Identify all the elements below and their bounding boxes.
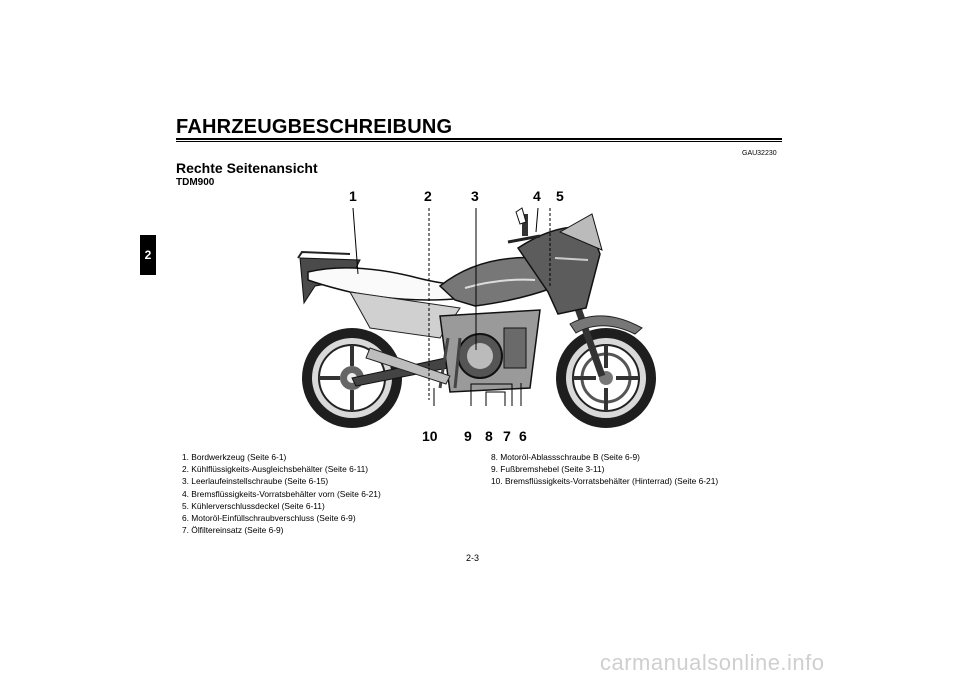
legend-item: 4. Bremsflüssigkeits-Vorratsbehälter vor… [182, 488, 381, 499]
callout-5: 5 [556, 188, 564, 204]
callout-6: 6 [519, 428, 527, 444]
front-wheel [556, 328, 656, 428]
model-name: TDM900 [176, 177, 215, 188]
title-rule-thin [176, 141, 782, 142]
legend-right: 8. Motoröl-Ablassschraube B (Seite 6-9) … [491, 451, 718, 488]
callout-4: 4 [533, 188, 541, 204]
callout-1: 1 [349, 188, 357, 204]
legend-item: 10. Bremsflüssigkeits-Vorratsbehälter (H… [491, 476, 719, 487]
callout-7: 7 [503, 428, 511, 444]
legend-item: 8. Motoröl-Ablassschraube B (Seite 6-9) [491, 452, 640, 462]
document-code: GAU32230 [742, 150, 777, 157]
legend-item: 1. Bordwerkzeug (Seite 6-1) [182, 452, 287, 462]
watermark[interactable]: carmanualsonline.info [600, 650, 825, 675]
title-rule [176, 138, 782, 140]
legend-item: 2. Kühlflüssigkeits-Ausgleichsbehälter (… [182, 464, 369, 475]
page-number: 2-3 [466, 553, 480, 563]
chapter-tab[interactable]: 2 [140, 235, 156, 275]
callout-10: 10 [422, 428, 438, 444]
section-title: Rechte Seitenansicht [176, 160, 318, 176]
callout-lines [352, 207, 551, 406]
legend-item: 3. Leerlaufeinstellschraube (Seite 6-15) [182, 476, 329, 487]
callout-8: 8 [485, 428, 493, 444]
motorcycle-figure: 1 2 3 4 5 10 9 8 7 6 [290, 188, 670, 444]
engine [438, 309, 541, 393]
callout-2: 2 [424, 188, 432, 204]
legend-item: 9. Fußbremshebel (Seite 3-11) [491, 464, 605, 475]
motorcycle-illustration [297, 207, 656, 428]
legend-item: 6. Motoröl-Einfüllschraubverschluss (Sei… [182, 513, 356, 524]
callout-3: 3 [471, 188, 479, 204]
legend-item: 7. Ölfiltereinsatz (Seite 6-9) [182, 525, 284, 536]
callout-9: 9 [464, 428, 472, 444]
page-title: FAHRZEUGBESCHREIBUNG [176, 116, 453, 138]
legend-item: 5. Kühlerverschlussdeckel (Seite 6-11) [182, 500, 325, 511]
legend-left: 1. Bordwerkzeug (Seite 6-1) 2. Kühlflüss… [182, 451, 381, 536]
